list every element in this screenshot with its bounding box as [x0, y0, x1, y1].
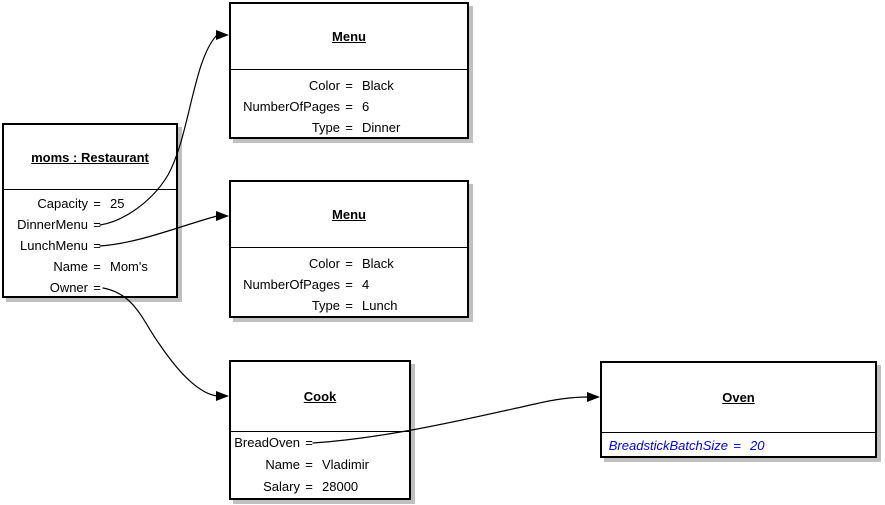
attribute-name: Color [308, 256, 340, 271]
attribute-row: Salary = 28000 [233, 476, 409, 498]
attribute-row: BreadOven = [233, 432, 409, 454]
attribute-value: 4 [362, 277, 370, 292]
attribute-list: Capacity = 25 DinnerMenu = LunchMenu = N… [4, 190, 176, 298]
attribute-value: 20 [750, 438, 765, 453]
arrowhead-icon [216, 30, 229, 40]
equals-sign: = [305, 479, 313, 494]
attribute-row: NumberOfPages = 4 [233, 274, 467, 295]
attribute-row: Color = Black [233, 253, 467, 274]
equals-sign: = [305, 435, 313, 450]
object-title: Oven [722, 390, 755, 405]
attribute-name: LunchMenu [20, 238, 88, 253]
equals-sign: = [93, 238, 101, 253]
attribute-row: Capacity = 25 [6, 193, 176, 214]
arrowhead-icon [587, 392, 600, 402]
object-title: Menu [332, 207, 366, 222]
attribute-name: Type [311, 298, 340, 313]
object-header: Menu [231, 182, 467, 248]
attribute-name: BreadOven [234, 435, 300, 450]
attribute-row: Type = Lunch [233, 295, 467, 316]
attribute-name: DinnerMenu [17, 217, 88, 232]
object-header: Oven [602, 363, 875, 433]
attribute-list: Color = Black NumberOfPages = 4 Type = L… [231, 248, 467, 316]
object-box-restaurant[interactable]: moms : Restaurant Capacity = 25 DinnerMe… [2, 123, 178, 298]
attribute-row: Color = Black [233, 75, 467, 96]
equals-sign: = [345, 78, 353, 93]
attribute-name: Capacity [37, 196, 88, 211]
attribute-row: Name = Mom's [6, 256, 176, 277]
attribute-list: BreadstickBatchSize = 20 [602, 433, 875, 456]
object-title: Cook [303, 389, 337, 404]
equals-sign: = [93, 217, 101, 232]
equals-sign: = [93, 196, 101, 211]
object-title: moms : Restaurant [31, 149, 149, 165]
attribute-value: Vladimir [322, 457, 369, 472]
attribute-value: Mom's [110, 259, 148, 274]
attribute-value: 28000 [322, 479, 359, 494]
object-header: Cook [231, 362, 409, 432]
attribute-value: Black [362, 256, 394, 271]
attribute-name: NumberOfPages [243, 277, 340, 292]
equals-sign: = [345, 99, 353, 114]
attribute-value: Black [362, 78, 394, 93]
equals-sign: = [93, 259, 101, 274]
equals-sign: = [345, 277, 353, 292]
attribute-row: DinnerMenu = [6, 214, 176, 235]
attribute-value: Dinner [362, 120, 401, 135]
object-header: Menu [231, 4, 467, 70]
equals-sign: = [345, 256, 353, 271]
equals-sign: = [305, 457, 313, 472]
equals-sign: = [93, 280, 101, 295]
object-box-cook[interactable]: Cook BreadOven = Name = Vladimir Salary … [229, 360, 411, 500]
arrowhead-icon [216, 391, 229, 401]
attribute-name: Salary [263, 479, 300, 494]
attribute-row-link: BreadstickBatchSize = 20 [604, 435, 875, 456]
object-box-oven[interactable]: Oven BreadstickBatchSize = 20 [600, 361, 877, 458]
attribute-row: LunchMenu = [6, 235, 176, 256]
attribute-name: Owner [49, 280, 88, 295]
attribute-value: 25 [110, 196, 125, 211]
attribute-value: 6 [362, 99, 370, 114]
object-box-menu-dinner[interactable]: Menu Color = Black NumberOfPages = 6 Typ… [229, 2, 469, 139]
attribute-name: Type [311, 120, 340, 135]
arrow-owner-to-cook[interactable] [102, 287, 229, 401]
attribute-list: BreadOven = Name = Vladimir Salary = 280… [231, 432, 409, 498]
attribute-row: Type = Dinner [233, 117, 467, 138]
attribute-row: Owner = [6, 277, 176, 298]
attribute-name: Name [265, 457, 300, 472]
attribute-row: Name = Vladimir [233, 454, 409, 476]
attribute-name: Name [53, 259, 88, 274]
attribute-name: Color [308, 78, 340, 93]
equals-sign: = [345, 120, 353, 135]
object-title: Menu [332, 29, 366, 44]
equals-sign: = [345, 298, 353, 313]
object-box-menu-lunch[interactable]: Menu Color = Black NumberOfPages = 4 Typ… [229, 180, 469, 318]
equals-sign: = [733, 438, 741, 453]
arrowhead-icon [216, 211, 229, 221]
attribute-row: NumberOfPages = 6 [233, 96, 467, 117]
attribute-name: BreadstickBatchSize [608, 438, 728, 453]
attribute-value: Lunch [362, 298, 398, 313]
attribute-list: Color = Black NumberOfPages = 6 Type = D… [231, 70, 467, 138]
attribute-name: NumberOfPages [243, 99, 340, 114]
object-header: moms : Restaurant [4, 125, 176, 190]
